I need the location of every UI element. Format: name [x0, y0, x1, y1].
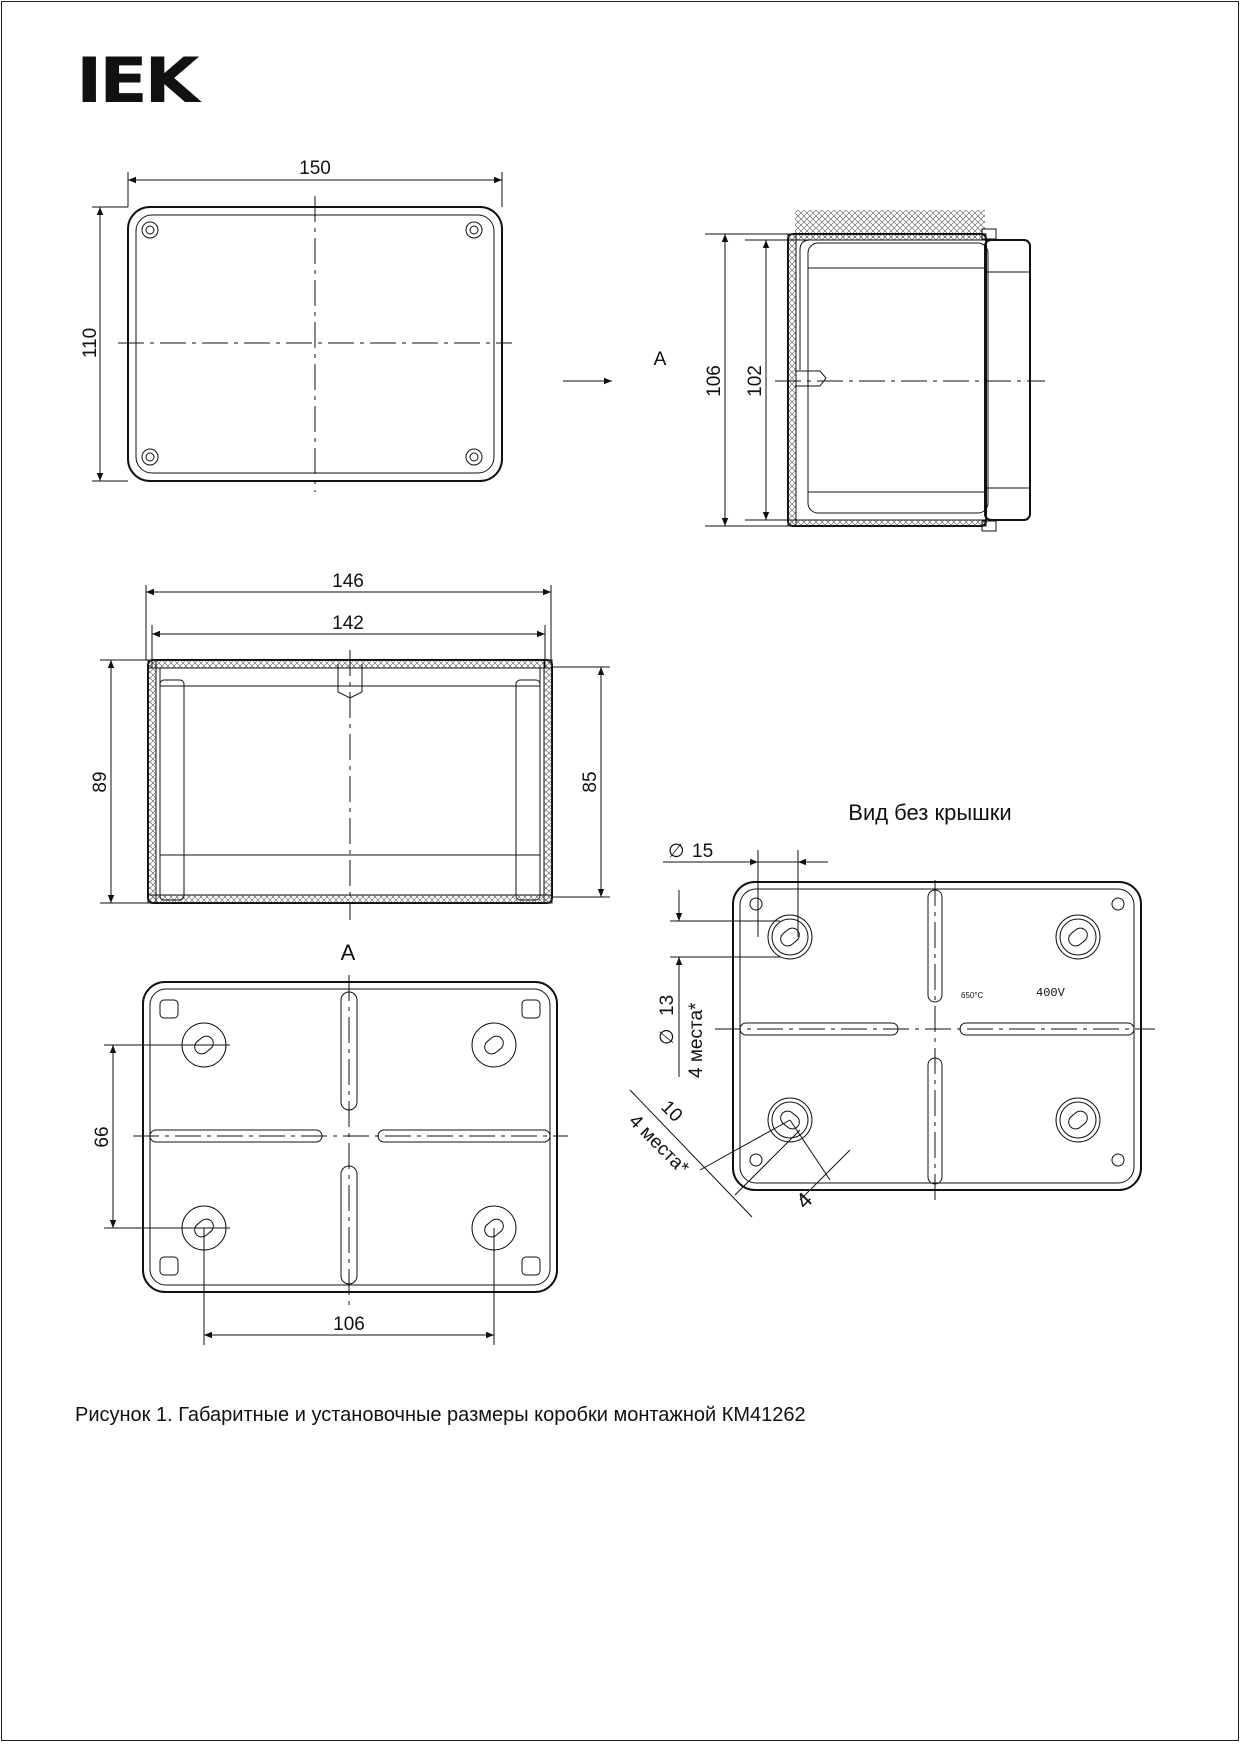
- lid-screw-icons: [141, 221, 483, 466]
- hole-count-note: 4 места*: [686, 1002, 707, 1078]
- side-section-view: A 106 102: [563, 210, 1045, 532]
- open-view: Вид без крышки 650°C 400V ∅ 15 ∅: [624, 800, 1155, 1218]
- dim-146: 146: [332, 571, 364, 592]
- open-view-title: Вид без крышки: [848, 800, 1011, 825]
- dim-102: 102: [745, 365, 766, 397]
- bottom-view-a: A 66 106: [92, 940, 568, 1345]
- view-arrow-label: A: [654, 349, 667, 370]
- dim-85: 85: [580, 771, 601, 792]
- top-view: 150 110: [80, 158, 512, 492]
- dim-106: 106: [704, 365, 725, 397]
- dim-height-110: 110: [80, 328, 101, 358]
- view-a-title: A: [341, 940, 356, 965]
- dim-89: 89: [90, 771, 111, 792]
- diameter-symbol-13: ∅: [657, 1028, 678, 1045]
- dim-4: 4: [791, 1187, 817, 1213]
- corner-screw-icons: [749, 897, 1125, 1167]
- dim-106-spacing: 106: [333, 1314, 365, 1335]
- dim-66: 66: [92, 1126, 113, 1147]
- diameter-symbol: ∅: [668, 841, 685, 862]
- cable-entry-icons: [767, 914, 1101, 1143]
- iek-logo: IEK: [76, 44, 200, 117]
- temp-marking: 650°C: [961, 991, 984, 1000]
- dim-15: 15: [692, 841, 713, 862]
- dim-width-150: 150: [299, 158, 331, 179]
- front-section-view: 146 142 89 85: [90, 571, 610, 920]
- dim-142: 142: [332, 613, 364, 634]
- figure-caption: Рисунок 1. Габаритные и установочные раз…: [75, 1404, 806, 1426]
- dim-13: 13: [657, 995, 678, 1016]
- voltage-marking: 400V: [1036, 986, 1066, 1000]
